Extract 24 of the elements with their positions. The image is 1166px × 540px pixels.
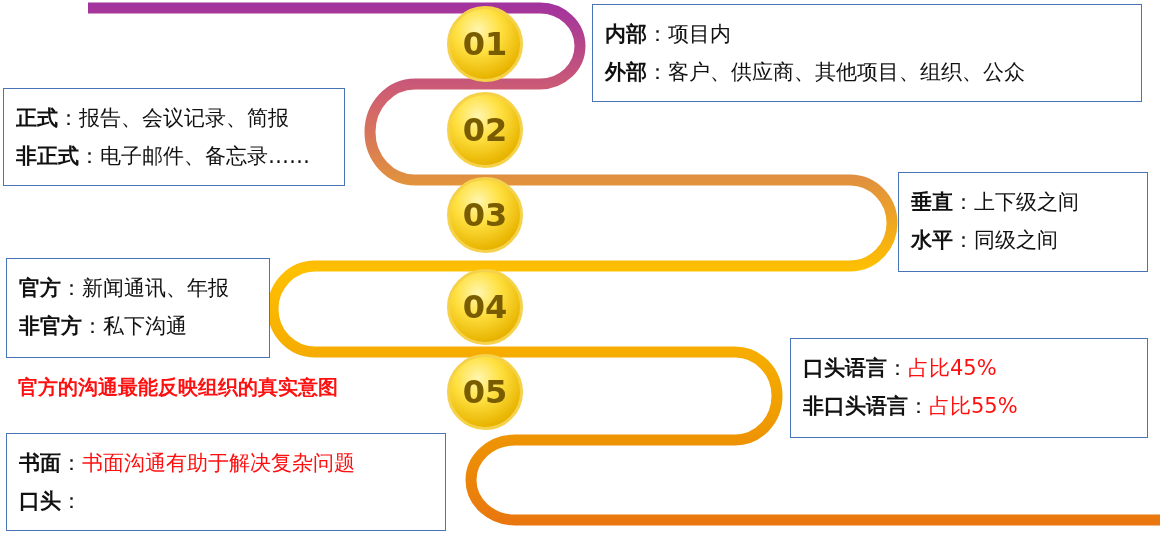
definition-text: 口头语言：占比45% [803,356,997,380]
number-circle: 02 [447,92,523,168]
definition-text: 非口头语言：占比55% [803,394,1018,418]
number-circle: 03 [447,177,523,253]
definition-text: 口头： [19,489,82,513]
text-box [6,433,446,531]
text-box [592,4,1142,102]
definition-text: 书面：书面沟通有助于解决复杂问题 [19,451,355,475]
definition-text: 非官方：私下沟通 [19,314,187,338]
definition-text: 官方：新闻通讯、年报 [19,276,229,300]
definition-text: 外部：客户、供应商、其他项目、组织、公众 [605,60,1025,84]
text-box [790,338,1148,438]
definition-text: 非正式：电子邮件、备忘录…… [16,144,310,168]
definition-text: 垂直：上下级之间 [911,190,1079,214]
number-circle: 01 [447,6,523,82]
definition-text: 水平：同级之间 [911,228,1058,252]
text-box [3,88,345,186]
text-box [898,172,1148,272]
number-circle: 05 [447,354,523,430]
definition-text: 内部：项目内 [605,22,731,46]
text-box [6,258,270,358]
definition-text: 正式：报告、会议记录、简报 [16,106,289,130]
note-text: 官方的沟通最能反映组织的真实意图 [18,374,338,401]
number-circle: 04 [447,269,523,345]
